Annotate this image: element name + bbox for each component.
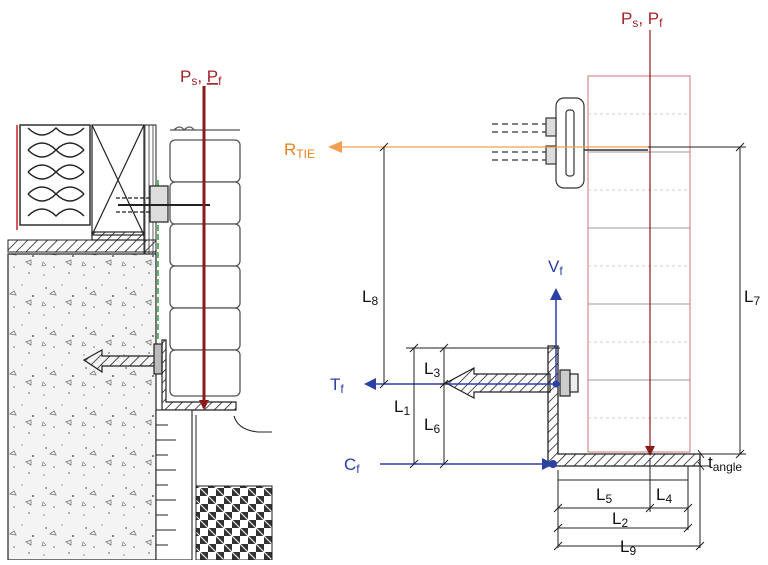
tie-reaction-label: RTIE	[284, 140, 315, 161]
dimension-lines	[379, 142, 746, 551]
dim-label-l8: L8	[362, 287, 378, 308]
stud-wall	[91, 124, 145, 241]
dim-label-l5: L5	[596, 485, 612, 506]
dim-label-l9: L9	[620, 537, 636, 558]
dimension-labels: L8 L1 L3 L6 L7 L5 L4 L2 L9 tangle	[362, 287, 760, 558]
dim-label-l2: L2	[612, 509, 628, 530]
dim-label-l6: L6	[424, 415, 440, 436]
brick-tie	[116, 185, 210, 223]
anchor-bolt-right	[444, 366, 579, 400]
dim-label-l4: L4	[656, 485, 672, 506]
dim-label-l3: L3	[424, 359, 440, 380]
tie-plate	[492, 97, 648, 189]
vertical-force-label: Vf	[548, 257, 563, 278]
dim-label-l7: L7	[744, 287, 760, 308]
concrete-foundation	[7, 253, 157, 561]
dim-label-l1: L1	[394, 397, 410, 418]
floor-rim-board	[7, 239, 157, 253]
shelf-angle-right	[547, 345, 701, 467]
right-load-label: Ps, Pf	[621, 9, 663, 30]
brick-veneer-right	[587, 75, 691, 453]
flashing-leader	[233, 415, 272, 433]
tension-force-origin	[552, 380, 560, 388]
lower-wall-siding	[155, 409, 197, 561]
insulation-batt	[19, 124, 91, 226]
grade-soil	[195, 485, 273, 561]
compression-force-label: Cf	[344, 455, 360, 476]
right-freebody-detail: RTIE Ps, Pf Vf Tf Cf	[284, 9, 760, 558]
angle-thickness-label: tangle	[708, 453, 742, 474]
compression-force-point	[549, 460, 557, 468]
left-section-detail: Ps, Pf	[7, 67, 273, 561]
left-load-label: Ps, Pf	[180, 67, 222, 88]
tension-force-label: Tf	[330, 375, 344, 396]
